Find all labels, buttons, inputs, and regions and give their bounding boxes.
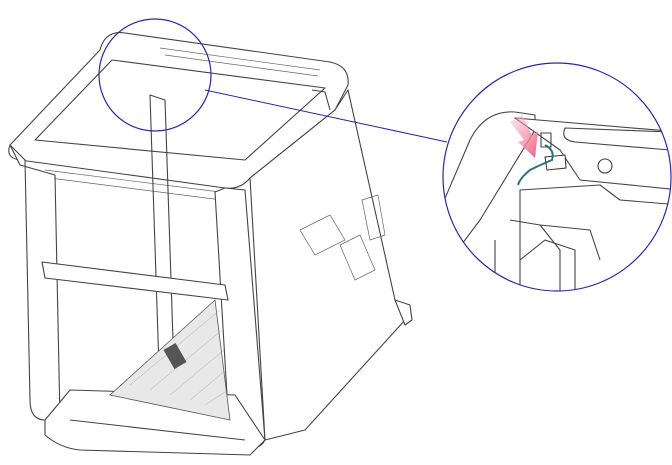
pointer-arrow-icon — [510, 115, 538, 158]
middle-crossbar — [41, 261, 229, 301]
printer-frame — [8, 32, 413, 456]
front-left-pillar — [9, 144, 61, 421]
cable — [517, 144, 554, 186]
leader-line — [204, 89, 448, 143]
bed-connector — [163, 342, 187, 370]
detail-callout-small — [98, 18, 212, 132]
detail-callout-magnified — [442, 62, 672, 292]
